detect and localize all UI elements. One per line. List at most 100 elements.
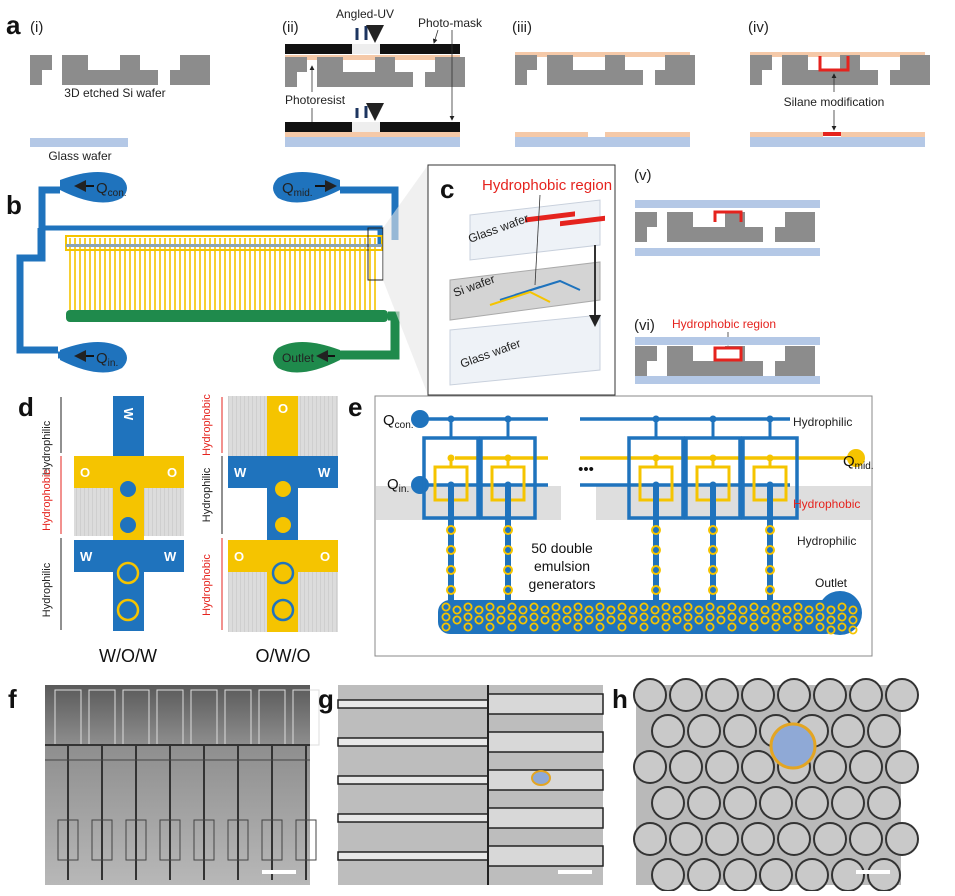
zone-label: Hydrophobic	[201, 554, 213, 616]
panel-d: d W O O W W Hydrophilic Hydrophobic Hydr…	[18, 392, 338, 666]
double-emulsion-droplet	[595, 602, 605, 612]
double-emulsion-droplet	[708, 585, 718, 595]
oil-manifold	[65, 235, 383, 251]
droplet	[651, 714, 685, 748]
glass-wafer-label: Glass wafer	[48, 149, 111, 163]
inlet-o: O	[234, 549, 244, 564]
droplet	[885, 822, 919, 856]
double-emulsion-droplet	[727, 612, 737, 622]
inlet-q-con	[411, 410, 429, 428]
zone-label: Hydrophilic	[41, 420, 53, 475]
junction-dot	[709, 415, 717, 423]
panel-f: f	[8, 684, 320, 885]
micro-feature	[57, 819, 79, 861]
step-label-ii: (ii)	[282, 19, 299, 36]
inlet-w: W	[318, 465, 331, 480]
inlet-w: W	[164, 549, 177, 564]
micro-channel	[337, 737, 489, 747]
droplet	[633, 750, 667, 784]
double-emulsion-droplet	[837, 612, 847, 622]
double-emulsion-droplet	[529, 612, 539, 622]
droplet	[885, 750, 919, 784]
si-wafer-label: 3D etched Si wafer	[64, 86, 165, 100]
double-emulsion-droplet	[683, 602, 693, 612]
q-mid-label: Qmid.	[282, 180, 313, 199]
double-emulsion-droplet	[496, 615, 506, 625]
glass-wafer	[750, 137, 925, 147]
droplet	[813, 750, 847, 784]
double-emulsion-droplet	[485, 622, 495, 632]
double-emulsion-droplet	[804, 605, 814, 615]
ellipsis: •••	[578, 461, 594, 478]
double-emulsion-droplet	[595, 622, 605, 632]
angled-uv-label: Angled-UV	[336, 7, 394, 21]
double-emulsion-droplet	[694, 615, 704, 625]
double-emulsion-droplet	[651, 565, 661, 575]
droplet	[867, 786, 901, 820]
photo-mask-top	[380, 44, 460, 54]
double-emulsion-droplet	[562, 605, 572, 615]
si-wafer	[515, 55, 695, 85]
double-emulsion-droplet	[507, 612, 517, 622]
double-emulsion-droplet	[793, 622, 803, 632]
double-emulsion-droplet	[760, 605, 770, 615]
double-emulsion-droplet	[771, 602, 781, 612]
double-emulsion-droplet	[531, 770, 551, 786]
droplet	[651, 858, 685, 892]
hydrophobic-region-label: Hydrophobic region	[482, 177, 612, 194]
double-emulsion-droplet	[584, 615, 594, 625]
junction-dot	[447, 415, 455, 423]
panel-letter-b: b	[6, 190, 22, 220]
scale-bar	[558, 870, 592, 874]
droplet	[867, 714, 901, 748]
double-emulsion-droplet	[738, 615, 748, 625]
micro-channel	[487, 693, 604, 715]
inlet-q-mid	[273, 171, 340, 203]
double-emulsion-droplet	[639, 622, 649, 632]
wow-title: W/O/W	[99, 646, 157, 666]
outlet-port	[273, 341, 340, 373]
droplet	[867, 858, 901, 892]
double-emulsion-droplet	[503, 585, 513, 595]
generators-label: emulsion	[534, 558, 590, 574]
double-emulsion-droplet	[446, 585, 456, 595]
inlet-o: O	[320, 549, 330, 564]
step-label-iii: (iii)	[512, 19, 532, 36]
double-emulsion-droplet	[826, 615, 836, 625]
micro-channel	[337, 699, 489, 709]
double-emulsion-droplet	[518, 615, 528, 625]
double-emulsion-droplet	[727, 622, 737, 632]
micro-feature	[227, 819, 249, 861]
micrograph-generators	[45, 685, 310, 885]
glass-wafer	[30, 138, 128, 147]
double-emulsion-droplet	[617, 612, 627, 622]
photoresist-label: Photoresist	[285, 93, 346, 107]
zone-label-hydrophilic: Hydrophilic	[793, 415, 852, 429]
panel-e: e Qcon. Qin. Qmid. ••• Hydrophilic Hydro…	[348, 392, 874, 657]
double-emulsion-droplet	[708, 565, 718, 575]
double-emulsion-droplet	[815, 602, 825, 612]
micro-channel	[337, 775, 489, 785]
double-emulsion-droplet	[826, 605, 836, 615]
droplet	[687, 858, 721, 892]
micro-feature	[261, 819, 283, 861]
double-emulsion-droplet	[727, 602, 737, 612]
double-emulsion-droplet	[584, 605, 594, 615]
panel-c: c Hydrophobic region Glass wafer Si wafe…	[427, 164, 616, 396]
generators-label: generators	[529, 576, 596, 592]
inlet-o: O	[80, 465, 90, 480]
inlet-w: W	[80, 549, 93, 564]
droplet	[723, 714, 757, 748]
panel-letter-f: f	[8, 684, 17, 714]
generator-network	[411, 410, 865, 635]
double-emulsion-droplet	[848, 625, 858, 635]
double-emulsion-droplet	[540, 615, 550, 625]
inlet-w: W	[234, 465, 247, 480]
panel-b: b Qcon. Qmid. Qin. Outlet	[6, 165, 428, 395]
droplet	[759, 786, 793, 820]
double-emulsion-droplet	[848, 605, 858, 615]
double-emulsion-droplet	[848, 615, 858, 625]
channel-loop	[16, 186, 399, 359]
inlet-q-in	[60, 341, 127, 373]
